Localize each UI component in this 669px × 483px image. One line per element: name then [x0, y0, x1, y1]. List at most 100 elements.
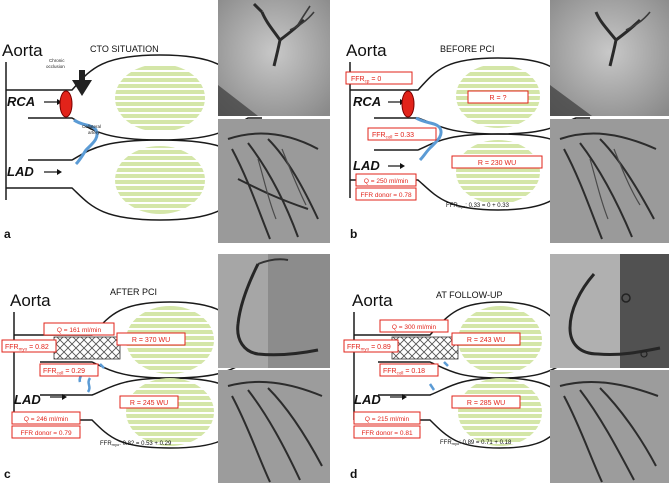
ffr-myo-box: FFRmyo = 0.82 — [1, 339, 57, 353]
equation-sub: myo — [458, 204, 466, 209]
lad-arrow-head — [62, 394, 67, 400]
occlusion-marker — [401, 90, 415, 118]
lad-label: LAD — [7, 164, 34, 179]
resistance-bottom-box: R = 245 WU — [119, 395, 179, 409]
panel-title: AFTER PCI — [110, 287, 157, 297]
panel-d: Aorta AT FOLLOW-UP LAD V V Q = 300 ml/mi… — [343, 290, 580, 481]
panel-letter: d — [350, 467, 357, 481]
ffr-myo-text: FFR — [5, 344, 19, 351]
resistance-top-box: R = ? — [467, 90, 529, 104]
ffr-cp-text: FFR — [351, 76, 365, 83]
ffr-cp-sub: cp — [365, 79, 370, 84]
ffr-coll-sub: coll — [386, 135, 393, 140]
resistance-top: R = 243 WU — [467, 337, 505, 344]
aorta-label: Aorta — [2, 41, 43, 60]
rca-label: RCA — [7, 94, 35, 109]
panel-title: CTO SITUATION — [90, 44, 159, 54]
ffr-coll-box: FFRcoll = 0.29 — [39, 363, 99, 377]
ffr-coll-sub: coll — [57, 371, 64, 376]
lad-label: LAD — [353, 158, 380, 173]
ffr-coll-val: = 0.29 — [63, 368, 85, 375]
flow-bottom-box: Q = 246 ml/min — [11, 411, 81, 425]
ffr-coll-text: FFR — [43, 368, 57, 375]
svg-text:FFRmyo = 0.89: FFRmyo = 0.89 — [347, 344, 391, 352]
resistance-bottom-box: R = 285 WU — [451, 395, 521, 409]
angiogram-rca-after-pci — [218, 254, 330, 368]
flow-bottom-box: Q = 215 ml/min — [353, 411, 421, 425]
flow-top-box: Q = 161 ml/min — [43, 322, 115, 336]
flow-bottom-value: Q = 215 ml/min — [365, 416, 410, 423]
lad-label: LAD — [354, 392, 381, 407]
ffr-myo-val: = 0.82 — [27, 344, 49, 351]
svg-text:FFRcoll = 0.18: FFRcoll = 0.18 — [383, 368, 425, 376]
resistance-top: R = 370 WU — [132, 337, 170, 344]
panel-title: AT FOLLOW-UP — [436, 290, 503, 300]
panel-letter: c — [4, 467, 11, 481]
panel-c: Aorta AFTER PCI LAD V V Q = 161 ml/min F… — [1, 287, 262, 481]
equation-val: : 0.33 = 0 + 0.33 — [465, 203, 509, 209]
ffr-coll-val: = 0.18 — [403, 368, 425, 375]
resistance-bottom: R = 230 WU — [478, 160, 516, 167]
lad-arrow-head — [400, 163, 405, 169]
occlusion-marker — [59, 90, 73, 118]
svg-text:FFRcoll = 0.33: FFRcoll = 0.33 — [372, 132, 414, 140]
ffr-myo-val: = 0.89 — [369, 344, 391, 351]
angiogram-rca-follow-up — [550, 254, 669, 368]
resistance-top-box: R = 243 WU — [451, 332, 521, 346]
ffr-cp-box: FFRcp = 0 — [345, 71, 413, 85]
ffr-donor-box: FFR donor = 0.78 — [355, 187, 417, 201]
collateral-label: Collateral — [82, 124, 101, 129]
ffr-donor-value: FFR donor = 0.78 — [360, 192, 412, 199]
equation-text: FFR — [100, 441, 112, 447]
resistance-bottom-box: R = 230 WU — [451, 155, 543, 169]
resistance-top: R = ? — [490, 95, 507, 102]
stent-mesh — [53, 336, 121, 360]
svg-text:FFRmyo: 0.33 = 0 + 0.33: FFRmyo: 0.33 = 0 + 0.33 — [446, 203, 510, 209]
panel-letter: b — [350, 227, 357, 241]
lad-arrow-head — [57, 169, 62, 175]
resistance-top-box: R = 370 WU — [116, 332, 186, 346]
collateral-vessel — [415, 116, 443, 162]
svg-text:FFRmyo = 0.82: FFRmyo = 0.82 — [5, 344, 49, 352]
aorta-label: Aorta — [352, 291, 393, 310]
resistance-bottom: R = 245 WU — [130, 400, 168, 407]
svg-text:FFRmyo: 0.89 = 0.71 + 0.18: FFRmyo: 0.89 = 0.71 + 0.18 — [440, 440, 512, 446]
ffr-myo-sub: myo — [19, 347, 28, 352]
stent-mesh — [391, 336, 459, 360]
flow-value: Q = 250 ml/min — [364, 178, 409, 185]
flow-bottom-value: Q = 246 ml/min — [24, 416, 69, 423]
flow-box: Q = 250 ml/min — [355, 173, 417, 187]
ffr-myo-text: FFR — [347, 344, 361, 351]
angiogram-lad-follow-up — [550, 370, 669, 483]
collateral-vessel — [73, 118, 99, 166]
angiogram-lad-cto — [218, 119, 330, 243]
ffr-coll-text: FFR — [383, 368, 397, 375]
ffr-coll-val: = 0.33 — [392, 132, 414, 139]
equation-val: : 0.89 = 0.71 + 0.18 — [459, 440, 512, 446]
occlusion-label: occlusion — [46, 64, 65, 69]
angiogram-lad-after-pci — [218, 370, 330, 483]
flow-top-value: Q = 300 ml/min — [392, 324, 437, 331]
occlusion-arrow-shaft — [79, 70, 85, 81]
ffr-coll-sub: coll — [397, 371, 404, 376]
ffr-donor-box: FFR donor = 0.81 — [353, 425, 421, 439]
angiogram-rca-before-pci — [550, 0, 669, 116]
angiogram-rca-cto — [218, 0, 330, 116]
aorta-label: Aorta — [10, 291, 51, 310]
equation-sub: myo — [112, 442, 120, 447]
ffr-donor-box: FFR donor = 0.79 — [11, 425, 81, 439]
panel-title: BEFORE PCI — [440, 44, 495, 54]
lad-arrow-head — [402, 394, 407, 400]
svg-text:FFRcp = 0: FFRcp = 0 — [351, 76, 381, 84]
rca-label: RCA — [353, 94, 381, 109]
myocardium-stripes — [115, 64, 205, 214]
artery-label: artery — [88, 130, 100, 135]
flow-top-value: Q = 161 ml/min — [57, 327, 102, 334]
ffr-myo-sub: myo — [361, 347, 370, 352]
ffr-myo-box: FFRmyo = 0.89 — [343, 339, 399, 353]
resistance-bottom: R = 285 WU — [467, 400, 505, 407]
panel-b: Aorta BEFORE PCI RCA LAD V V FFRcp = 0 R — [345, 41, 590, 241]
equation-val: : 0.82 = 0.53 + 0.29 — [119, 441, 172, 447]
ffr-coll-box: FFRcoll = 0.33 — [367, 127, 437, 141]
